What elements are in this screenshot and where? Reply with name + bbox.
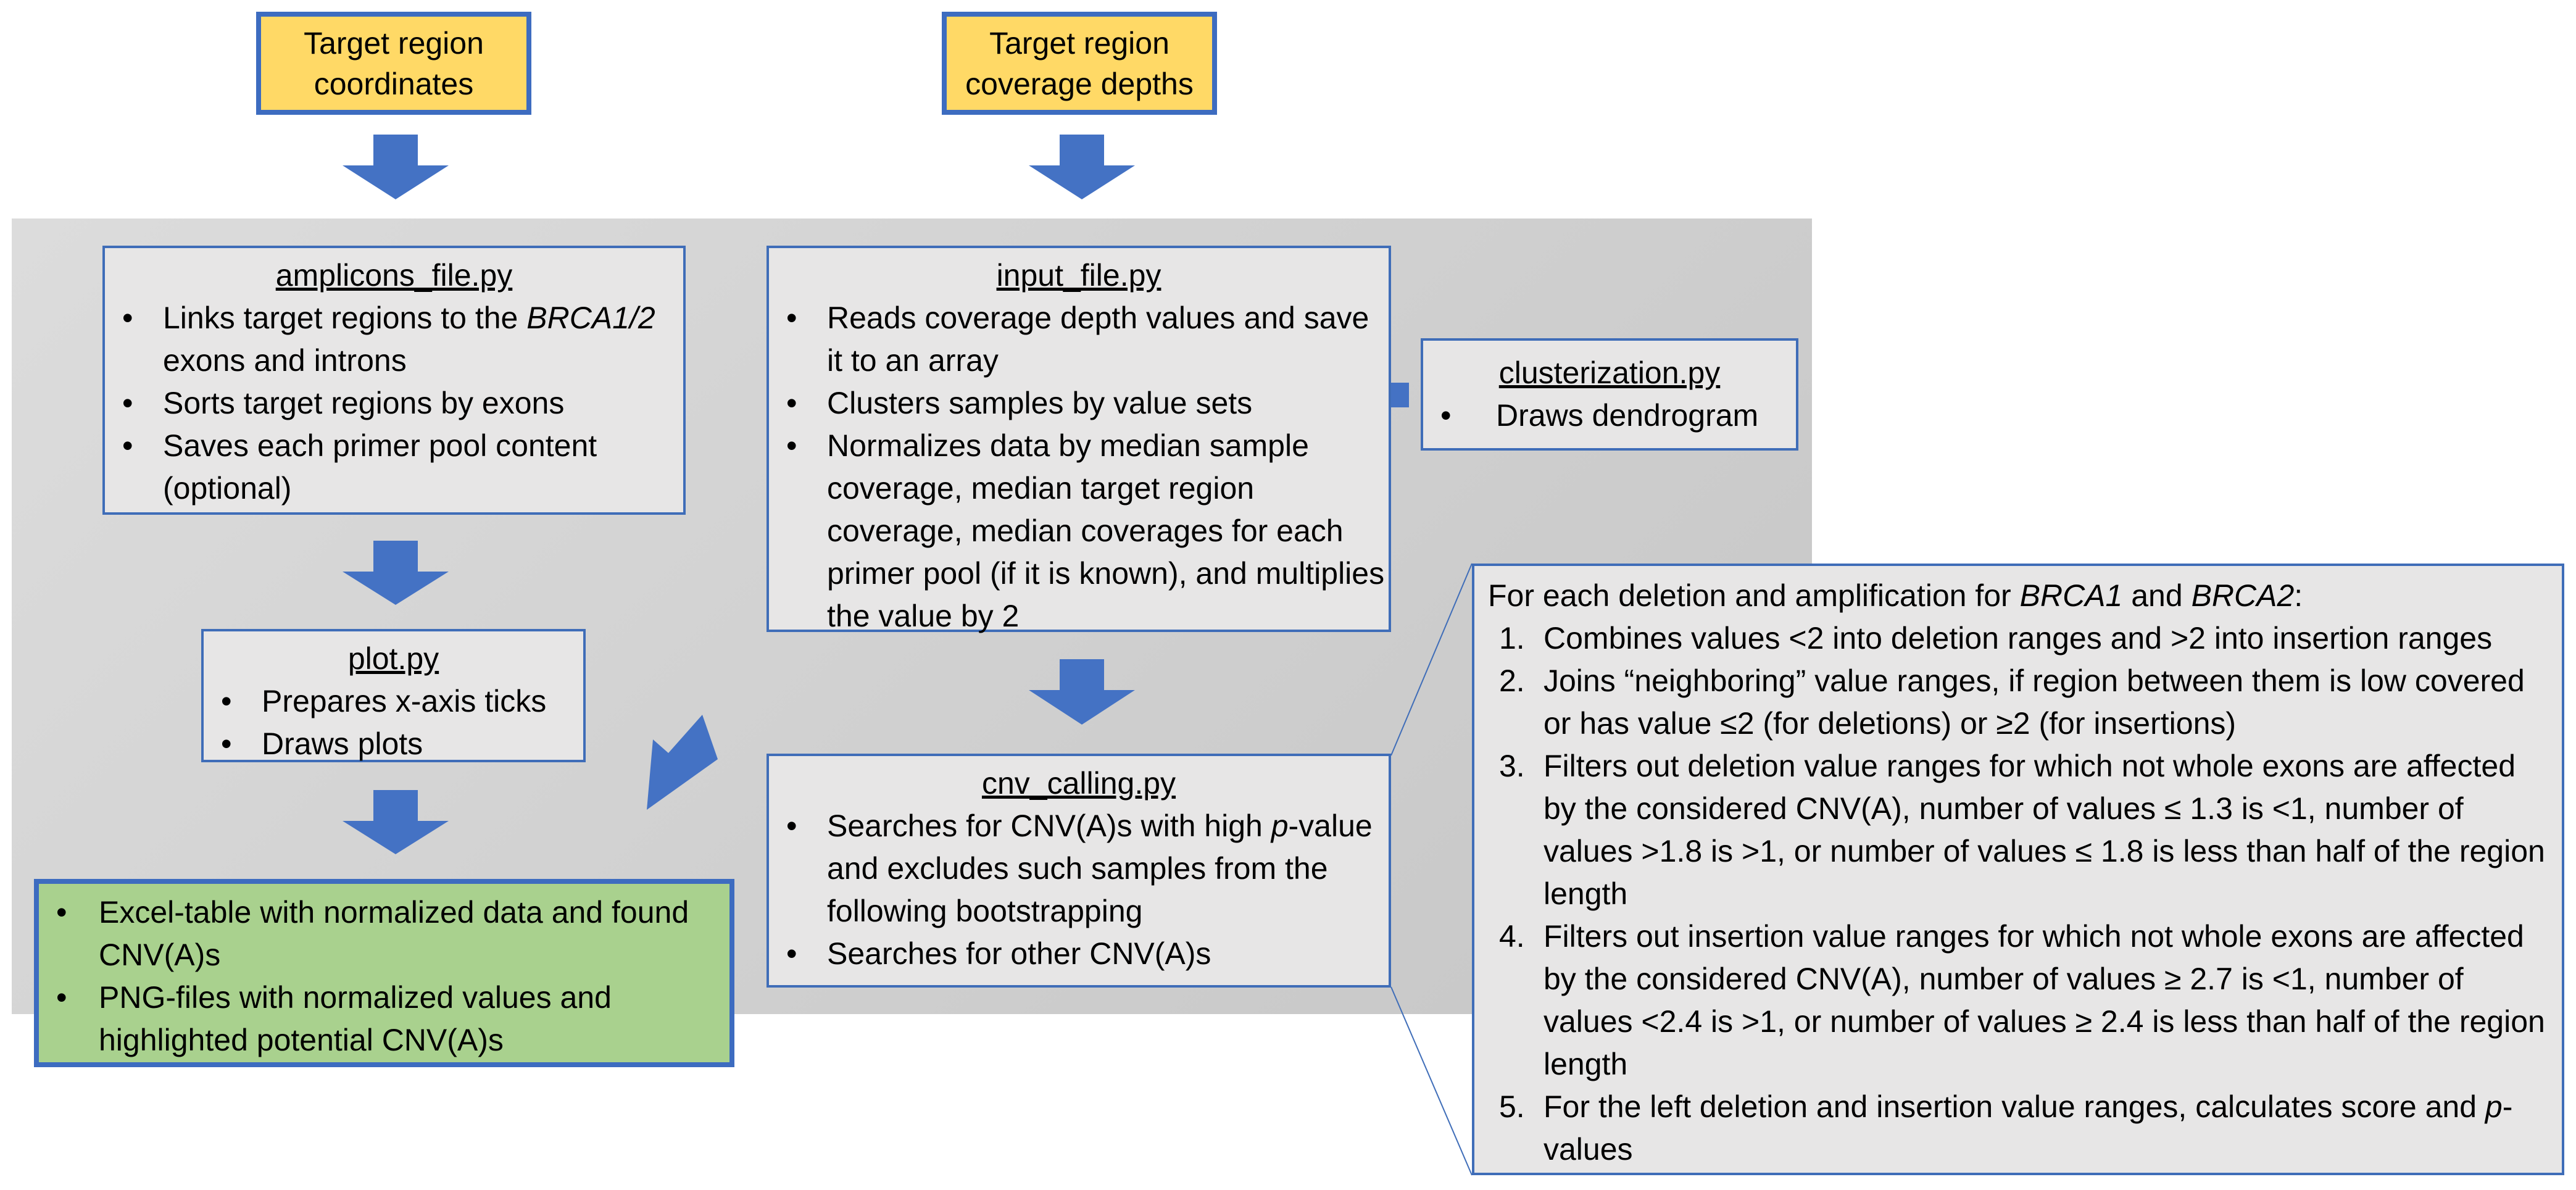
cnv-calling-item: Searches for other CNV(A)s xyxy=(769,933,1389,975)
details-intro: For each deletion and amplification for … xyxy=(1488,578,2303,613)
input-file-item: Reads coverage depth values and save it … xyxy=(769,297,1389,382)
cnv-calling-item: Searches for CNV(A)s with high p-value a… xyxy=(769,805,1389,933)
output-item: PNG-files with normalized values and hig… xyxy=(39,976,729,1062)
plot-item: Draws plots xyxy=(204,723,583,765)
arrow-cnv-to-plot xyxy=(647,715,718,810)
depths-line-1: Target region xyxy=(989,25,1170,60)
depths-line-2: coverage depths xyxy=(965,66,1194,101)
clusterization-title: clusterization.py xyxy=(1498,356,1721,390)
plot-box: plot.py Prepares x-axis ticks Draws plot… xyxy=(201,629,586,765)
connector-line-bottom xyxy=(1390,986,1473,1176)
amplicons-item: Saves each primer pool content (optional… xyxy=(105,425,683,510)
arrow-coordinates-down xyxy=(343,135,449,199)
plot-item: Prepares x-axis ticks xyxy=(204,680,583,723)
arrow-amplicons-to-plot xyxy=(343,541,449,605)
arrow-plot-to-output xyxy=(343,790,449,854)
clusterization-item: Draws dendrogram xyxy=(1423,394,1796,437)
input-file-title: input_file.py xyxy=(996,258,1161,293)
plot-title: plot.py xyxy=(347,641,439,676)
cnv-details-box: For each deletion and amplification for … xyxy=(1472,564,2564,1175)
arrow-depths-down xyxy=(1029,135,1135,199)
details-step: 3.Filters out deletion value ranges for … xyxy=(1499,749,2545,911)
coordinates-line-1: Target region xyxy=(304,25,484,60)
details-step: 4.Filters out insertion value ranges for… xyxy=(1499,919,2545,1081)
details-step: 2.Joins “neighboring” value ranges, if r… xyxy=(1499,664,2525,741)
cnv-calling-box: cnv_calling.py Searches for CNV(A)s with… xyxy=(767,754,1391,988)
details-step: 1.Combines values <2 into deletion range… xyxy=(1499,621,2493,655)
amplicons-file-box: amplicons_file.py Links target regions t… xyxy=(102,246,686,515)
target-region-coverage-depths-box: Target region coverage depths xyxy=(942,12,1217,115)
amplicons-item: Sorts target regions by exons xyxy=(105,382,683,425)
input-file-box: input_file.py Reads coverage depth value… xyxy=(767,246,1391,633)
arrow-input-to-cnv xyxy=(1029,659,1135,725)
connector-line-top xyxy=(1390,563,1473,756)
cnv-calling-title: cnv_calling.py xyxy=(981,766,1176,801)
details-step: 5.For the left deletion and insertion va… xyxy=(1499,1089,2513,1167)
output-box: Excel-table with normalized data and fou… xyxy=(34,879,734,1067)
clusterization-box: clusterization.py Draws dendrogram xyxy=(1421,338,1798,451)
input-file-item: Clusters samples by value sets xyxy=(769,382,1389,425)
output-item: Excel-table with normalized data and fou… xyxy=(39,891,729,976)
amplicons-item: Links target regions to the BRCA1/2 exon… xyxy=(105,297,683,382)
amplicons-file-title: amplicons_file.py xyxy=(275,258,513,293)
input-file-item: Normalizes data by median sample coverag… xyxy=(769,425,1389,638)
coordinates-line-2: coordinates xyxy=(314,66,474,101)
target-region-coordinates-box: Target region coordinates xyxy=(256,12,531,115)
